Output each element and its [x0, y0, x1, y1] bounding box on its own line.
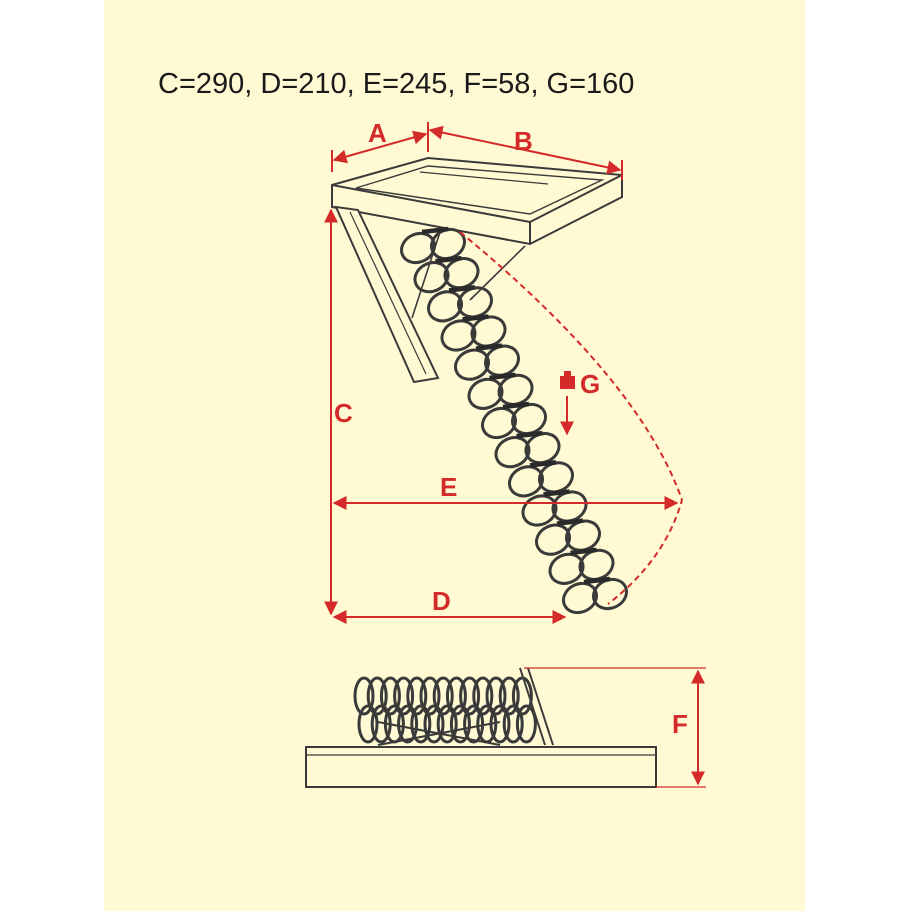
label-e: E — [440, 472, 457, 502]
folded-link — [410, 704, 432, 744]
ladder-step — [583, 576, 611, 585]
dimension-spec-text: C=290, D=210, E=245, F=58, G=160 — [158, 68, 635, 100]
folded-link — [397, 704, 419, 744]
ladder-step — [516, 430, 543, 439]
ladder-step — [462, 314, 489, 322]
label-d: D — [432, 586, 451, 616]
folded-link — [379, 676, 401, 716]
scissor-ladder — [399, 226, 629, 615]
folded-link — [419, 676, 441, 716]
weight-icon — [560, 371, 575, 389]
folded-link — [432, 676, 454, 716]
folded-ladder-base — [305, 746, 657, 788]
folded-link — [459, 676, 481, 716]
folded-link — [366, 676, 388, 716]
folded-link — [393, 676, 415, 716]
ladder-step — [475, 343, 503, 351]
folded-link — [357, 704, 379, 744]
dimension-lines — [324, 122, 706, 788]
folded-link — [472, 676, 494, 716]
folded-link — [463, 704, 485, 744]
ladder-step — [435, 255, 462, 264]
folded-link — [498, 676, 520, 716]
folded-link — [502, 704, 524, 744]
folded-link — [353, 676, 375, 716]
ladder-step — [570, 547, 597, 556]
ladder-step — [448, 285, 476, 293]
ladder-step — [556, 518, 584, 526]
ladder-step — [502, 401, 530, 410]
folded-link — [485, 676, 507, 716]
dimension-b-line — [428, 125, 622, 175]
folded-ladder-mechanism — [377, 667, 554, 746]
label-c: C — [334, 398, 353, 428]
label-f: F — [672, 709, 688, 739]
folded-link — [449, 704, 471, 744]
ladder-step — [489, 372, 516, 381]
label-b: B — [514, 126, 533, 156]
ladder-step — [421, 226, 449, 235]
ladder-step — [529, 460, 557, 468]
ladder-step — [543, 489, 570, 497]
folded-link — [423, 704, 445, 744]
folded-link — [436, 704, 458, 744]
label-g: G — [580, 369, 600, 399]
hatch-door — [334, 205, 526, 384]
dimension-a-line — [332, 130, 428, 164]
swing-arc — [459, 231, 684, 605]
folded-link — [515, 704, 537, 744]
label-a: A — [368, 118, 387, 148]
folded-link — [445, 676, 467, 716]
folded-link — [406, 676, 428, 716]
hatch-frame — [331, 156, 623, 246]
